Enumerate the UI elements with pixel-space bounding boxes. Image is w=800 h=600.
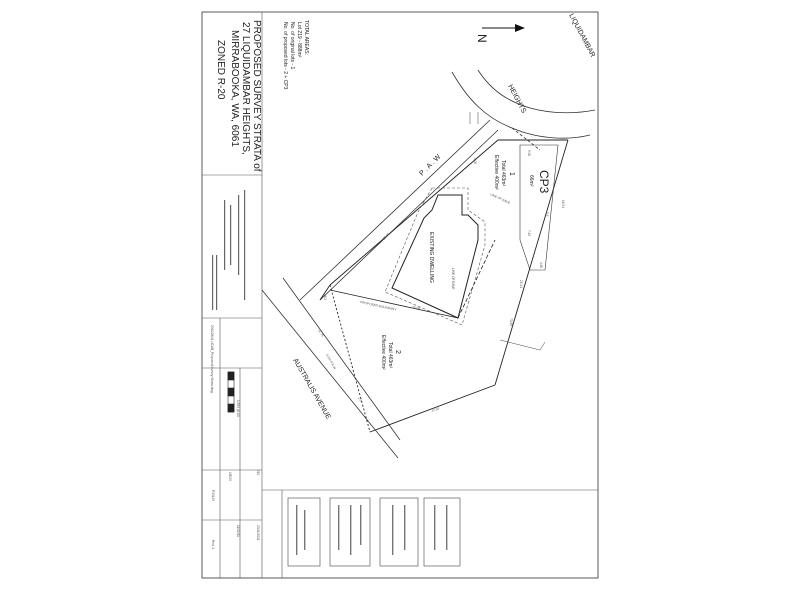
common-property-area <box>519 144 559 271</box>
title-strip-notes <box>212 190 246 310</box>
proposed-boundary-line <box>329 239 496 319</box>
dim-6: 25.41 <box>519 280 523 288</box>
drawing-plan: P10145 <box>211 490 215 501</box>
plan-title-line-2: 27 LIQUIDAMBAR HEIGHTS, <box>240 22 251 155</box>
eave-line <box>384 187 486 326</box>
existing-dwelling <box>391 194 479 319</box>
dim-2: 16.51 <box>561 200 565 208</box>
drawing-job: 11/02/11 <box>236 525 240 537</box>
drawing-revision: Rev. 1 <box>211 540 215 549</box>
total-areas-heading: TOTAL AREAS: <box>303 20 309 55</box>
service-marks <box>469 112 546 351</box>
lot-1-id: 1 <box>508 172 515 176</box>
cp3-area: 66m² <box>528 175 534 187</box>
line-of-eave-label: LINE OF EAVE <box>490 192 511 205</box>
lot-boundary <box>319 139 569 433</box>
north-arrow-label: N <box>475 34 489 43</box>
legend-marks <box>296 505 448 555</box>
dim-7: 15.04 <box>412 305 421 311</box>
street-name-heights: HEIGHTS <box>506 84 527 115</box>
dim-8: 73.98 <box>509 318 513 326</box>
dim-9: 96.2 <box>323 294 327 300</box>
total-areas-line-1: Lot 219 - 888m² <box>296 22 302 58</box>
paw-width-label: 0.5m P.A.W. <box>325 354 337 371</box>
paw-boundary <box>299 119 499 301</box>
dim-4: 7.15 <box>527 230 531 236</box>
dim-12: 47.50 <box>431 406 440 413</box>
north-arrow-icon: N <box>475 24 525 43</box>
dim-5: 4.85 <box>539 262 543 268</box>
plan-title-line-3: MIRRABOOKA, WA, 6061 <box>229 30 240 147</box>
legend-boxes <box>287 497 461 567</box>
drawing-ref: 18020 <box>228 472 232 481</box>
dim-11: 12.75 <box>317 329 325 338</box>
lot-1-area: Total 463m² <box>500 160 506 186</box>
dim-3: 3.5 <box>545 212 549 217</box>
scale-bar <box>227 371 235 413</box>
line-of-eave-label-2: LINE OF EAVE <box>451 268 455 290</box>
sheet-border <box>201 11 599 579</box>
cp3-label: CP3 <box>537 170 551 194</box>
dim-10: 22.89 <box>382 232 391 241</box>
proposed-boundary-label: PROPOSED BOUNDARY <box>360 300 398 312</box>
lot-2-effective: Effective 400m² <box>380 335 386 370</box>
drawing-filename: 2011/28/11 UCAB_Proposed Survey Strata.d… <box>210 325 214 393</box>
drawing-lot: 219 <box>256 470 260 476</box>
dim-1: 5.00 <box>527 150 531 156</box>
existing-dwelling-label: EXISTING DWELLING <box>428 232 434 283</box>
paw-label: P . A . W <box>418 153 442 177</box>
street-name-australis: AUSTRALIS AVENUE <box>291 358 332 421</box>
drawing-date: 20/11/2011 <box>256 525 260 541</box>
drawing-scale: 1:500 @ A3 <box>236 400 240 417</box>
total-areas-line-2: No. of original lots - 1 <box>289 22 295 69</box>
zoning-label: ZONED R-20 <box>215 40 226 100</box>
street-name-liquidambar: LIQUIDAMBAR <box>567 13 596 59</box>
dim-13: 2.5 <box>357 397 363 403</box>
lot-2-id: 2 <box>394 350 401 354</box>
lot-2-area: Total 463m² <box>387 342 393 368</box>
title-strip-lines <box>202 12 598 578</box>
lot-1-effective: Effective 400m² <box>493 155 499 190</box>
total-areas-line-3: No. of proposed lots - 2 + CP3 <box>282 22 288 90</box>
dim-14: 4.00 <box>473 158 477 164</box>
plan-title-line-1: PROPOSED SURVEY STRATA of <box>251 20 262 172</box>
liquidambar-road <box>451 69 596 151</box>
